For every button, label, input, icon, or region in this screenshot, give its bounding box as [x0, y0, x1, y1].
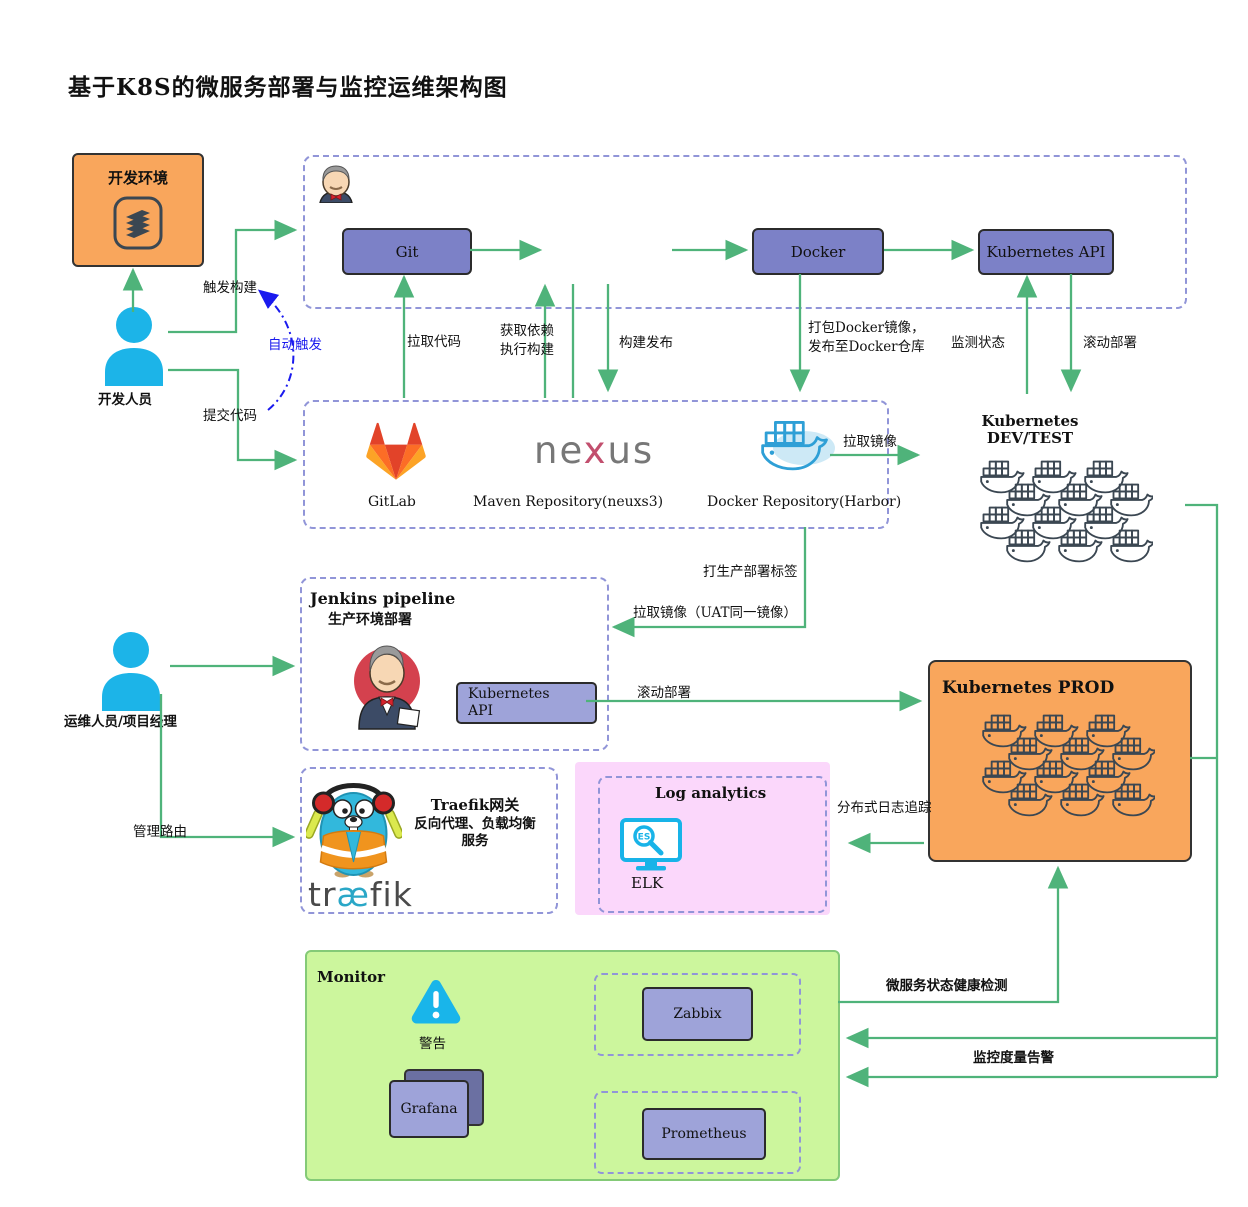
edge-health-check: 微服务状态健康检测: [886, 978, 1008, 994]
gitlab-logo: [366, 422, 426, 480]
prometheus-node: Prometheus: [642, 1108, 766, 1160]
kubernetes-api-label: Kubernetes API: [986, 243, 1106, 261]
gitlab-label: GitLab: [368, 494, 416, 510]
zabbix-node: Zabbix: [642, 987, 753, 1041]
nexus-wordmark-post: us: [607, 429, 655, 472]
arrow-manage-route: [159, 694, 296, 848]
nexus-label: Maven Repository(neuxs3): [473, 494, 664, 510]
grafana-node: Grafana: [389, 1080, 469, 1138]
zabbix-label: Zabbix: [673, 1006, 722, 1022]
edge-monitor-status: 监测状态: [951, 335, 1005, 351]
edge-tag-prod: 打生产部署标签: [703, 564, 798, 580]
nexus-wordmark-x: x: [583, 429, 608, 472]
grafana-label: Grafana: [400, 1101, 458, 1117]
jenkins-pipeline-title: Jenkins pipeline: [310, 589, 456, 608]
jenkins-pipeline-box: Jenkins pipeline 生产环境部署: [300, 577, 609, 751]
traefik-wordmark-ae: æ: [336, 875, 370, 914]
pipeline-k8s-api-line1: Kubernetes: [468, 686, 550, 703]
page-title: 基于K8S的微服务部署与监控运维架构图: [68, 74, 508, 101]
prometheus-dashed-box: [594, 1091, 801, 1174]
traefik-box: [300, 767, 558, 914]
log-analytics-title: Log analytics: [655, 784, 767, 802]
zabbix-dashed-box: [594, 973, 801, 1056]
pipeline-k8s-api-node: Kubernetes API: [456, 682, 597, 724]
harbor-label: Docker Repository(Harbor): [707, 494, 902, 510]
edge-trigger-build: 触发构建: [203, 280, 257, 296]
k8s-prod-title: Kubernetes PROD: [942, 678, 1115, 698]
k8s-devtest-title: Kubernetes DEV/TEST: [955, 412, 1105, 448]
k8s-devtest-pods: [980, 460, 1153, 563]
repository-box: [303, 400, 889, 529]
harbor-whale-icon: [761, 421, 835, 471]
monitor-box: Monitor 警告 Grafana Zabbix Prometheus: [305, 950, 840, 1181]
git-label: Git: [395, 242, 419, 261]
nexus-wordmark: nexus: [534, 432, 654, 469]
traefik-line1: 反向代理、负载均衡: [414, 815, 536, 832]
edge-manage-route: 管理路由: [133, 824, 187, 840]
traefik-wordmark-pre: tr: [308, 875, 337, 914]
ops-icon: [102, 632, 160, 711]
log-analytics-box: Log analytics ES ELK: [575, 762, 830, 915]
docker-label: Docker: [790, 242, 846, 261]
es-text: ES: [638, 833, 651, 843]
dev-env-box: 开发环境: [72, 153, 204, 267]
edge-fetch-deps-line2: 执行构建: [500, 341, 554, 358]
git-node: Git: [342, 228, 472, 275]
elk-monitor-icon: ES: [620, 818, 682, 871]
elk-label: ELK: [631, 874, 664, 892]
edge-pull-image: 拉取镜像: [843, 434, 897, 450]
traefik-title: Traefik网关: [430, 796, 520, 814]
traefik-text: Traefik网关 反向代理、负载均衡 服务: [402, 796, 548, 851]
traefik-line2: 服务: [461, 833, 489, 850]
warning-icon: [411, 980, 461, 1024]
jenkins-mascot-icon: [354, 645, 421, 730]
dev-env-title: 开发环境: [107, 169, 168, 187]
edge-package-image-line2: 发布至Docker仓库: [808, 338, 925, 355]
edge-rolling-deploy-prod: 滚动部署: [637, 685, 691, 701]
monitor-title: Monitor: [317, 968, 386, 986]
ops-label: 运维人员/项目经理: [64, 714, 177, 730]
edge-package-image: 打包Docker镜像， 发布至Docker仓库: [808, 319, 925, 357]
edge-auto-trigger: 自动触发: [268, 337, 322, 353]
edge-pull-code: 拉取代码: [407, 334, 461, 350]
k8s-devtest-title-line2: DEV/TEST: [986, 429, 1074, 448]
edge-package-image-line1: 打包Docker镜像，: [808, 320, 925, 336]
ci-pipeline-box: [303, 155, 1187, 309]
edge-commit-code: 提交代码: [203, 408, 257, 424]
k8s-prod-pods: [982, 714, 1155, 817]
edge-fetch-deps: 获取依赖 执行构建: [500, 322, 554, 360]
traefik-gopher-icon: [306, 783, 402, 878]
k8s-devtest-title-line1: Kubernetes: [981, 412, 1079, 430]
pipeline-k8s-api-line2: API: [468, 703, 494, 719]
edge-rolling-deploy-dev: 滚动部署: [1083, 335, 1137, 351]
prometheus-label: Prometheus: [661, 1126, 747, 1142]
edge-fetch-deps-line1: 获取依赖: [500, 323, 554, 339]
developer-label: 开发人员: [98, 392, 152, 408]
edge-distributed-log: 分布式日志追踪: [837, 800, 932, 816]
edge-pull-image-uat: 拉取镜像（UAT同一镜像）: [633, 605, 797, 621]
jenkins-pipeline-subtitle: 生产环境部署: [328, 612, 412, 628]
nexus-wordmark-pre: ne: [534, 429, 584, 472]
traefik-wordmark: træfik: [308, 878, 413, 911]
docker-node: Docker: [752, 228, 884, 275]
jenkins-head-icon: [319, 165, 353, 203]
log-analytics-inner-box: [598, 776, 827, 913]
developer-icon: [105, 307, 163, 386]
k8s-prod-box: Kubernetes PROD: [928, 660, 1192, 862]
edge-metric-alert: 监控度量告警: [973, 1050, 1054, 1066]
traefik-wordmark-post: fik: [369, 875, 413, 914]
warning-label: 警告: [419, 1036, 446, 1052]
kubernetes-api-node: Kubernetes API: [978, 229, 1114, 275]
layers-stack-icon: [113, 196, 163, 250]
edge-build-release: 构建发布: [619, 335, 673, 351]
